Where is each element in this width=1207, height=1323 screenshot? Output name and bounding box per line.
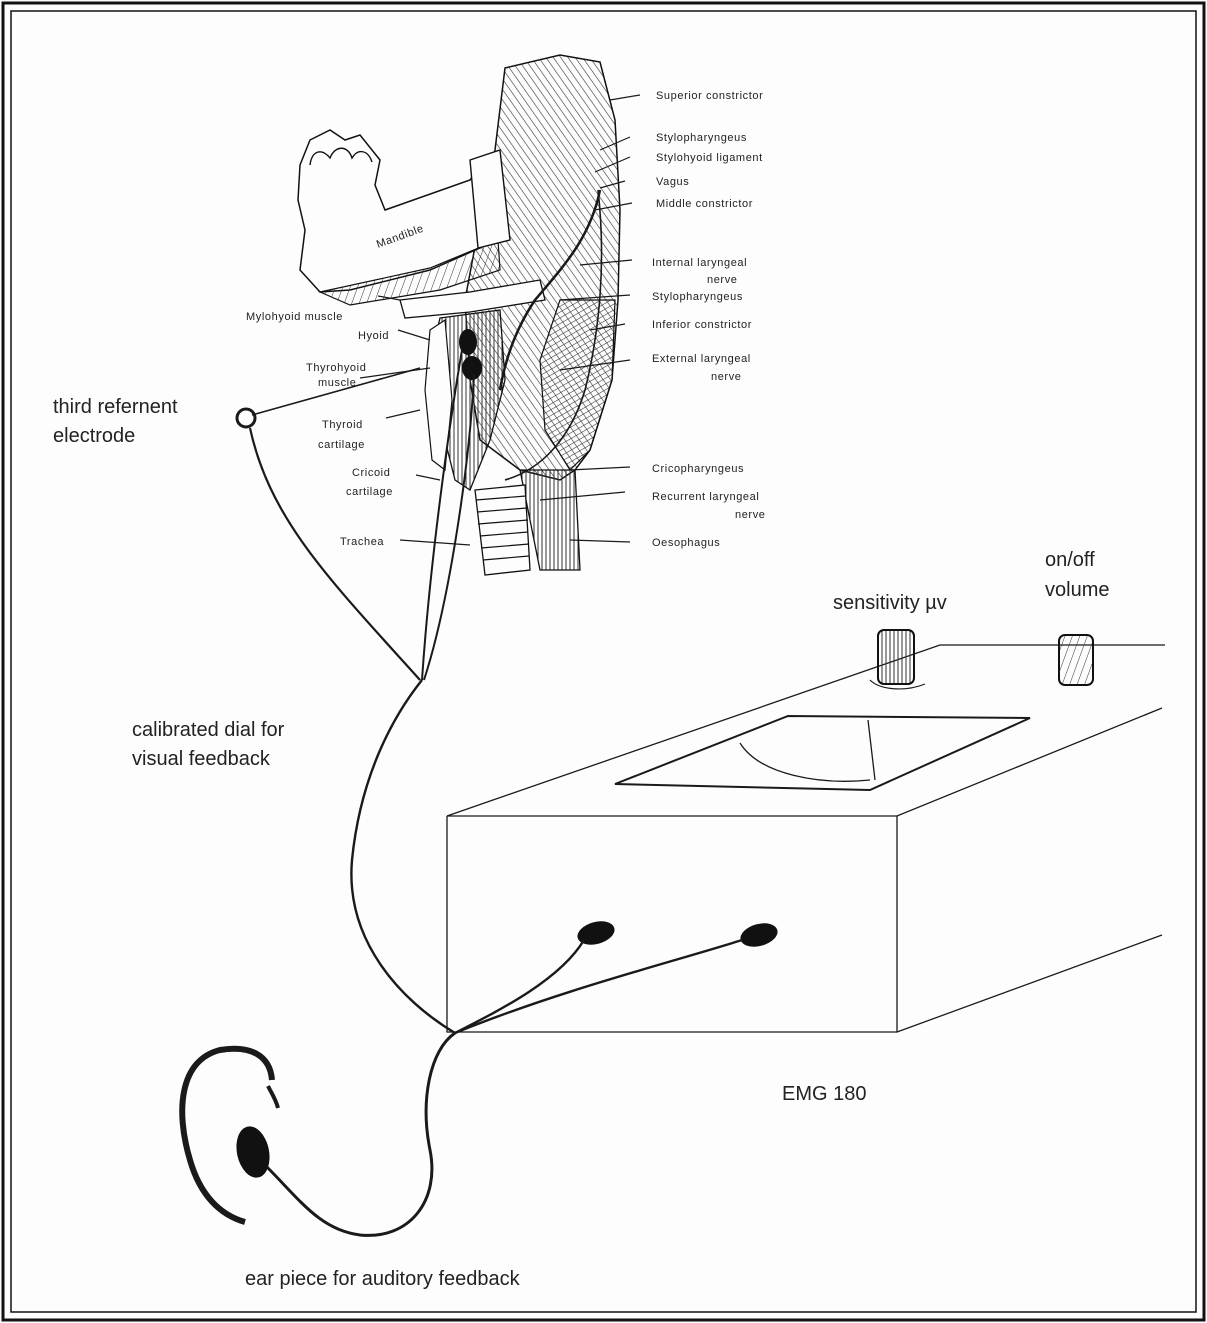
label-thyroid-cartilage-1: Thyroid [322, 419, 363, 431]
label-external-laryngeal-2: nerve [711, 371, 742, 383]
label-calibrated-dial-2: visual feedback [132, 748, 271, 770]
label-volume: volume [1045, 579, 1109, 601]
label-cricoid-2: cartilage [346, 486, 393, 498]
label-vagus: Vagus [656, 176, 689, 188]
label-recurrent-laryngeal-2: nerve [735, 509, 766, 521]
label-superior-constrictor: Superior constrictor [656, 90, 763, 102]
label-stylopharyngeus: Stylopharyngeus [656, 132, 747, 144]
dial-needle [868, 720, 875, 780]
label-recurrent-laryngeal-1: Recurrent laryngeal [652, 491, 759, 503]
label-sensitivity: sensitivity µv [833, 592, 947, 614]
label-third-electrode-1: third refernent [53, 396, 178, 418]
label-thyroid-cartilage-2: cartilage [318, 439, 365, 451]
callout-labels: third refernent electrode sensitivity µv… [53, 396, 1109, 1290]
label-ear-piece: ear piece for auditory feedback [245, 1268, 521, 1290]
label-stylohyoid-ligament: Stylohyoid ligament [656, 152, 763, 164]
calibrated-dial [615, 716, 1030, 790]
label-hyoid: Hyoid [358, 330, 389, 342]
sensitivity-knob[interactable] [870, 630, 925, 689]
label-cricoid-1: Cricoid [352, 467, 390, 479]
label-stylopharyngeus-2: Stylopharyngeus [652, 291, 743, 303]
third-electrode-icon [237, 409, 255, 427]
label-middle-constrictor: Middle constrictor [656, 198, 753, 210]
label-internal-laryngeal-2: nerve [707, 274, 738, 286]
input-jack-2[interactable] [738, 919, 780, 950]
ear-piece-icon [232, 1123, 274, 1181]
label-trachea: Trachea [340, 536, 384, 548]
label-third-electrode-2: electrode [53, 425, 135, 447]
label-onoff: on/off [1045, 549, 1095, 571]
label-cricopharyngeus: Cricopharyngeus [652, 463, 744, 475]
label-mylohyoid-muscle: Mylohyoid muscle [246, 311, 343, 323]
label-internal-laryngeal-1: Internal laryngeal [652, 257, 747, 269]
label-external-laryngeal-1: External laryngeal [652, 353, 751, 365]
label-oesophagus: Oesophagus [652, 537, 720, 549]
label-inferior-constrictor: Inferior constrictor [652, 319, 752, 331]
volume-knob[interactable] [1059, 635, 1093, 685]
label-thyrohyoid-1: Thyrohyoid [306, 362, 366, 374]
label-device-name: EMG 180 [782, 1083, 866, 1105]
label-calibrated-dial-1: calibrated dial for [132, 719, 285, 741]
